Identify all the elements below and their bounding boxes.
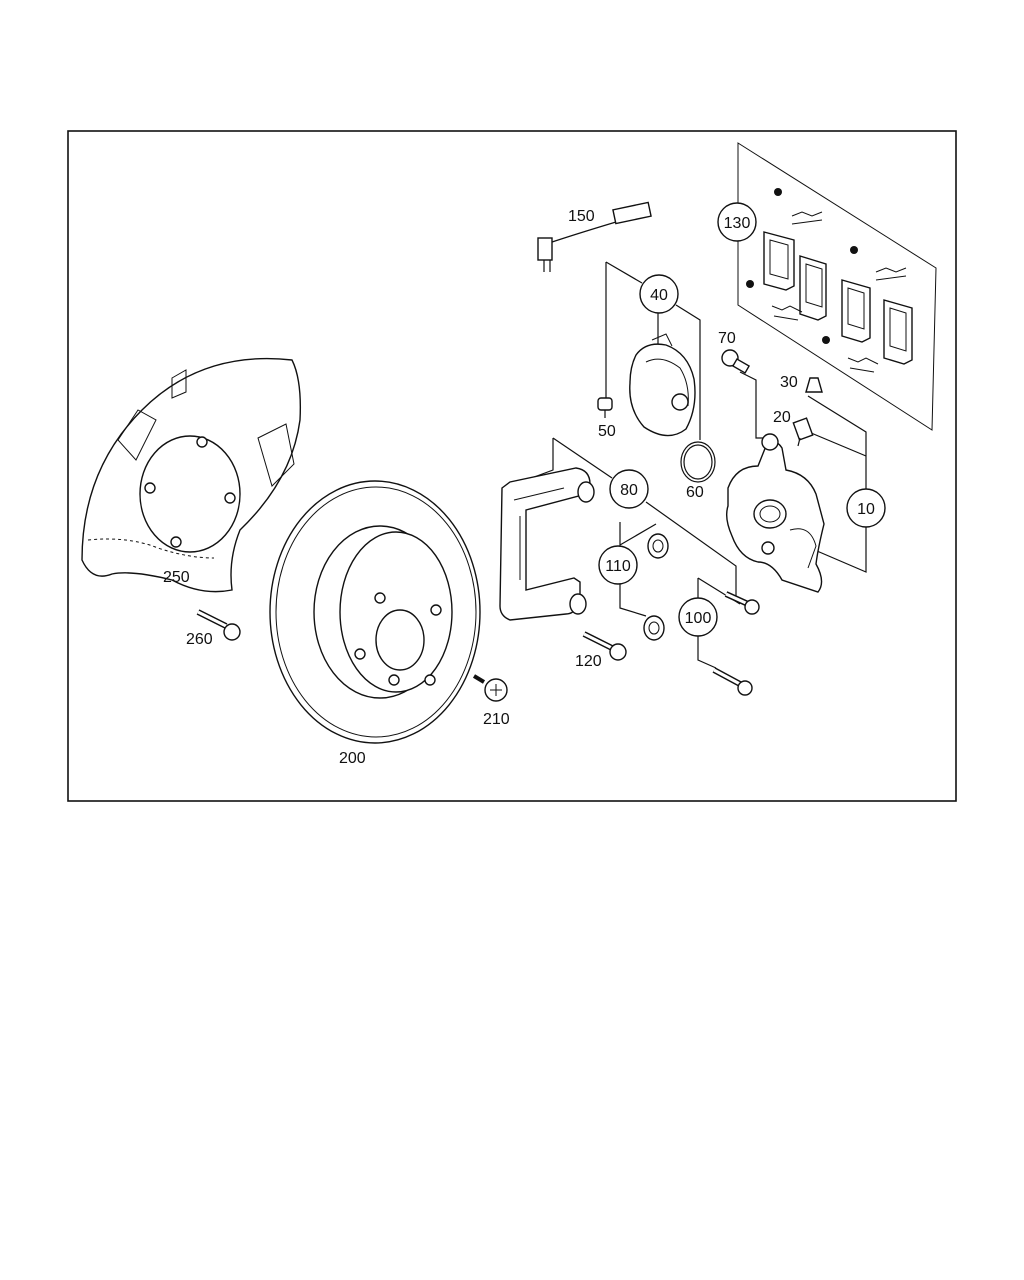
callout-80-text: 80 [620, 482, 638, 499]
label-260: 260 [186, 631, 213, 648]
guide-bolt-upper [724, 591, 760, 615]
label-120: 120 [575, 653, 602, 670]
bleeder-20 [792, 417, 814, 447]
callout-130-text: 130 [724, 215, 751, 232]
brake-pad-kit [737, 142, 937, 431]
carrier-bolt-120 [582, 631, 627, 661]
dust-shield [81, 357, 302, 593]
label-60: 60 [686, 484, 704, 501]
callout-40-text: 40 [650, 287, 668, 304]
actuator-motor [629, 333, 696, 437]
callout-100-text: 100 [685, 610, 712, 627]
brake-disc [269, 480, 481, 744]
bleed-bolt-70 [721, 349, 751, 374]
guide-boot-lower [643, 615, 665, 641]
shield-bolt-260 [196, 609, 241, 641]
label-30: 30 [780, 374, 798, 391]
label-250: 250 [163, 569, 190, 586]
label-150: 150 [568, 208, 595, 225]
callout-100: 100 [678, 597, 718, 637]
diagram-frame [67, 130, 957, 802]
caliper-group-lines [739, 371, 867, 573]
o-ring-60 [680, 441, 716, 483]
label-200: 200 [339, 750, 366, 767]
caliper-carrier [499, 467, 595, 621]
guide-boot-upper [647, 533, 669, 559]
caliper-body [725, 433, 825, 593]
callout-10-text: 10 [857, 501, 875, 518]
dust-cap-30 [805, 377, 823, 393]
callout-40: 40 [639, 274, 679, 314]
label-50: 50 [598, 423, 616, 440]
guide-bolt-lower [712, 667, 753, 696]
callout-10: 10 [846, 488, 886, 528]
label-20: 20 [773, 409, 791, 426]
callout-80: 80 [609, 469, 649, 509]
disc-screw-210 [472, 674, 508, 702]
actuator-group-lines [605, 261, 701, 440]
callout-130: 130 [717, 202, 757, 242]
screw-50 [597, 397, 613, 418]
callout-110: 110 [598, 545, 638, 585]
wear-sensor [537, 201, 652, 272]
label-210: 210 [483, 711, 510, 728]
callout-110-text: 110 [605, 558, 631, 575]
label-70: 70 [718, 330, 736, 347]
